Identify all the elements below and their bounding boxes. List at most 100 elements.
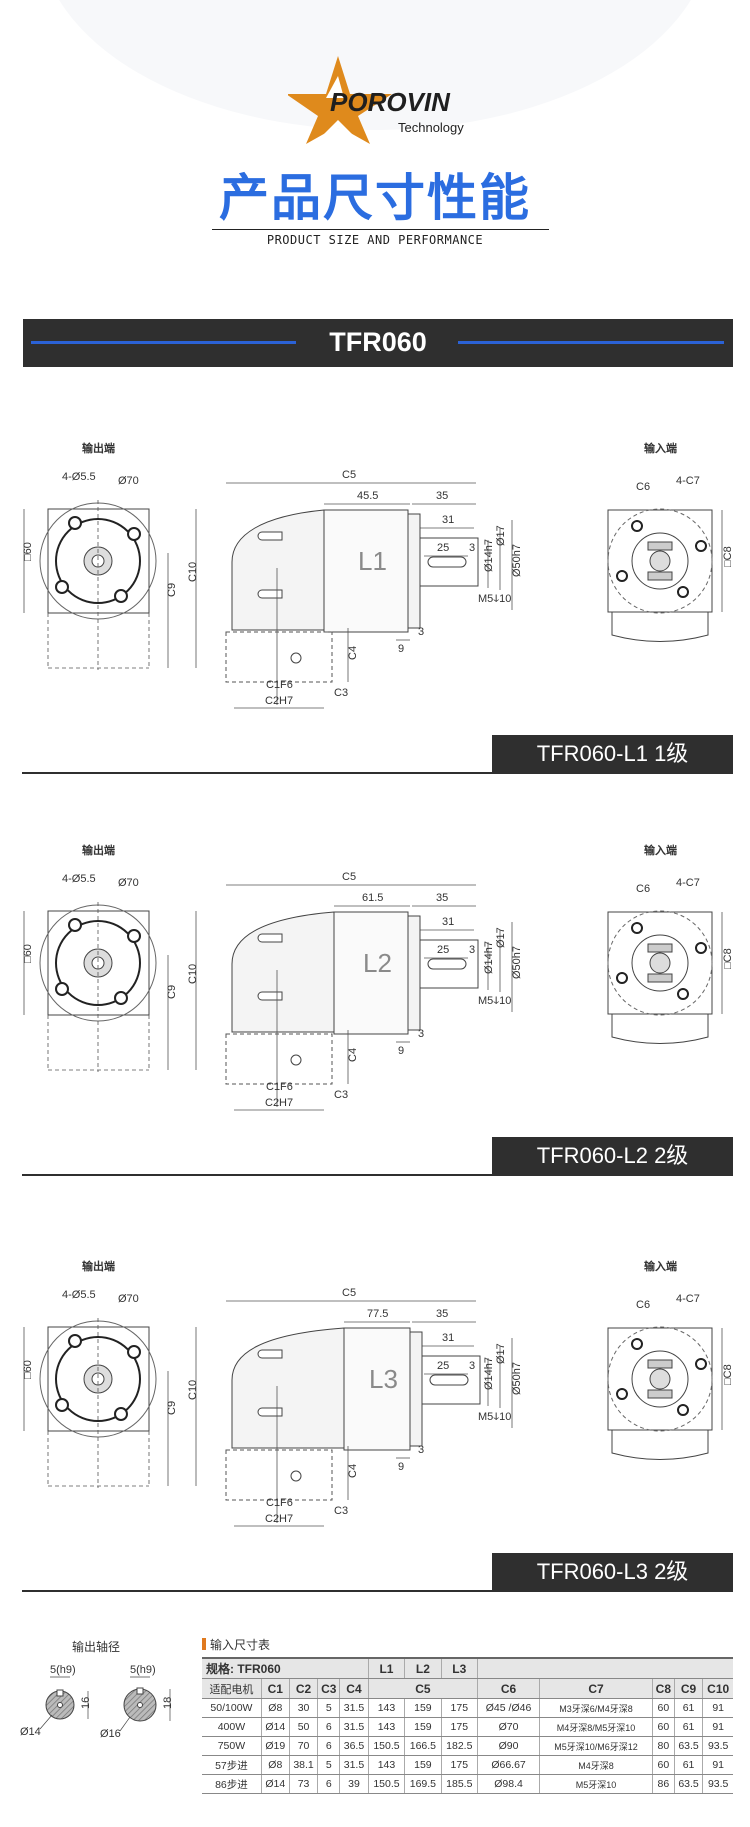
table-cell: Ø14 (261, 1774, 290, 1794)
key-offset-dim: 3 (469, 542, 475, 554)
stage-label: L1 (358, 546, 387, 576)
shaft-length-dim: 31 (442, 514, 454, 526)
output-end-label: 输出端 (82, 441, 115, 455)
column-header: C9 (674, 1678, 704, 1699)
pcd-dim: Ø70 (118, 475, 139, 487)
d50-dim: Ø50h7 (511, 946, 523, 979)
table-header-row: 规格: TFR060 L1 L2 L3 (202, 1657, 733, 1679)
body-length-dim: 61.5 (362, 892, 383, 904)
shaft-diameter-label: Ø14 (20, 1726, 41, 1738)
table-cell: 91 (702, 1755, 733, 1775)
bolt-hole-icon (616, 570, 628, 582)
table-cell: 143 (368, 1755, 406, 1775)
c7-dim: 4-C7 (676, 475, 700, 487)
section-label: TFR060-L3 2级 (492, 1553, 733, 1591)
shaft-total-dim: 35 (436, 892, 448, 904)
step-dim: 3 (418, 1028, 424, 1040)
key-width-label: 5(h9) (130, 1664, 156, 1676)
bolt-hole-icon (677, 586, 689, 598)
table-cell: 63.5 (674, 1736, 704, 1756)
stage-header: L3 (441, 1657, 478, 1679)
d17-dim: Ø17 (495, 927, 507, 948)
c9-dim: C9 (166, 985, 178, 999)
banner-title: TFR060 (329, 327, 427, 357)
c8-dim: □C8 (722, 1364, 734, 1385)
thread-dim: M5ↆ10 (478, 1411, 511, 1423)
hole-dim: 4-Ø5.5 (62, 471, 96, 483)
input-end-label: 输入端 (644, 843, 677, 857)
shaft-length-dim: 31 (442, 916, 454, 928)
bolt-hole-icon (127, 1345, 141, 1359)
c7-dim: 4-C7 (676, 1293, 700, 1305)
logo-brand: POROVIN (330, 87, 451, 117)
column-header: C2 (289, 1678, 319, 1699)
c9-dim: C9 (166, 583, 178, 597)
table-cell: 50 (289, 1717, 319, 1737)
table-cell: 61 (674, 1698, 704, 1718)
bolt-hole-icon (68, 1334, 82, 1348)
c4-dim: C4 (347, 1048, 359, 1062)
porovin-logo: POROVIN Technology (288, 56, 464, 144)
table-cell: 5 (317, 1698, 341, 1718)
bolt-hole-icon (695, 540, 707, 552)
d17-dim: Ø17 (495, 525, 507, 546)
table-cell: 6 (317, 1736, 341, 1756)
section-label: TFR060-L2 2级 (492, 1137, 733, 1175)
hole-dim: 4-Ø5.5 (62, 1289, 96, 1301)
blank-header (477, 1657, 733, 1679)
shaft-total-dim: 35 (436, 490, 448, 502)
d50-dim: Ø50h7 (511, 1362, 523, 1395)
column-header: C1 (261, 1678, 290, 1699)
bolt-hole-icon (695, 1358, 707, 1370)
bolt-hole-icon (114, 991, 128, 1005)
c8-dim: □C8 (722, 546, 734, 567)
pcd-dim: Ø70 (118, 1293, 139, 1305)
column-header: C6 (477, 1678, 541, 1699)
shaft-total-dim: 35 (436, 1308, 448, 1320)
table-cell: 166.5 (404, 1736, 442, 1756)
table-cell: 31.5 (339, 1698, 369, 1718)
bolt-hole-icon (127, 527, 141, 541)
c7-dim: 4-C7 (676, 877, 700, 889)
bolt-hole-icon (631, 1338, 643, 1350)
c2-dim: C2H7 (265, 1513, 293, 1525)
table-cell: 61 (674, 1717, 704, 1737)
c1-dim: C1F6 (266, 1497, 293, 1509)
bolt-hole-icon (68, 918, 82, 932)
table-cell: 143 (368, 1717, 406, 1737)
table-cell: 91 (702, 1698, 733, 1718)
c2-dim: C2H7 (265, 1097, 293, 1109)
flange-dim: 9 (398, 1461, 404, 1473)
table-cell: Ø14 (261, 1717, 290, 1737)
table-cell: 60 (652, 1698, 675, 1718)
key-height-label: 18 (162, 1697, 174, 1709)
table-cell: 182.5 (441, 1736, 478, 1756)
bolt-hole-icon (695, 942, 707, 954)
table-cell: 36.5 (339, 1736, 369, 1756)
table-cell: Ø66.67 (477, 1755, 541, 1775)
page-subtitle: PRODUCT SIZE AND PERFORMANCE (266, 233, 484, 247)
table-cell: 150.5 (368, 1774, 406, 1794)
bolt-hole-icon (68, 516, 82, 530)
table-cell: 31.5 (339, 1717, 369, 1737)
input-table-title-text: 输入尺寸表 (210, 1638, 271, 1652)
c3-dim: C3 (334, 1505, 348, 1517)
table-cell: 63.5 (674, 1774, 704, 1794)
table-cell: Ø8 (261, 1755, 290, 1775)
table-cell: 93.5 (702, 1774, 733, 1794)
c3-dim: C3 (334, 1089, 348, 1101)
key-width-label: 5(h9) (50, 1664, 76, 1676)
spec-cell: 规格: TFR060 (202, 1657, 369, 1679)
table-cell: M5牙深10 (539, 1774, 653, 1794)
c5-dim: C5 (342, 469, 356, 481)
